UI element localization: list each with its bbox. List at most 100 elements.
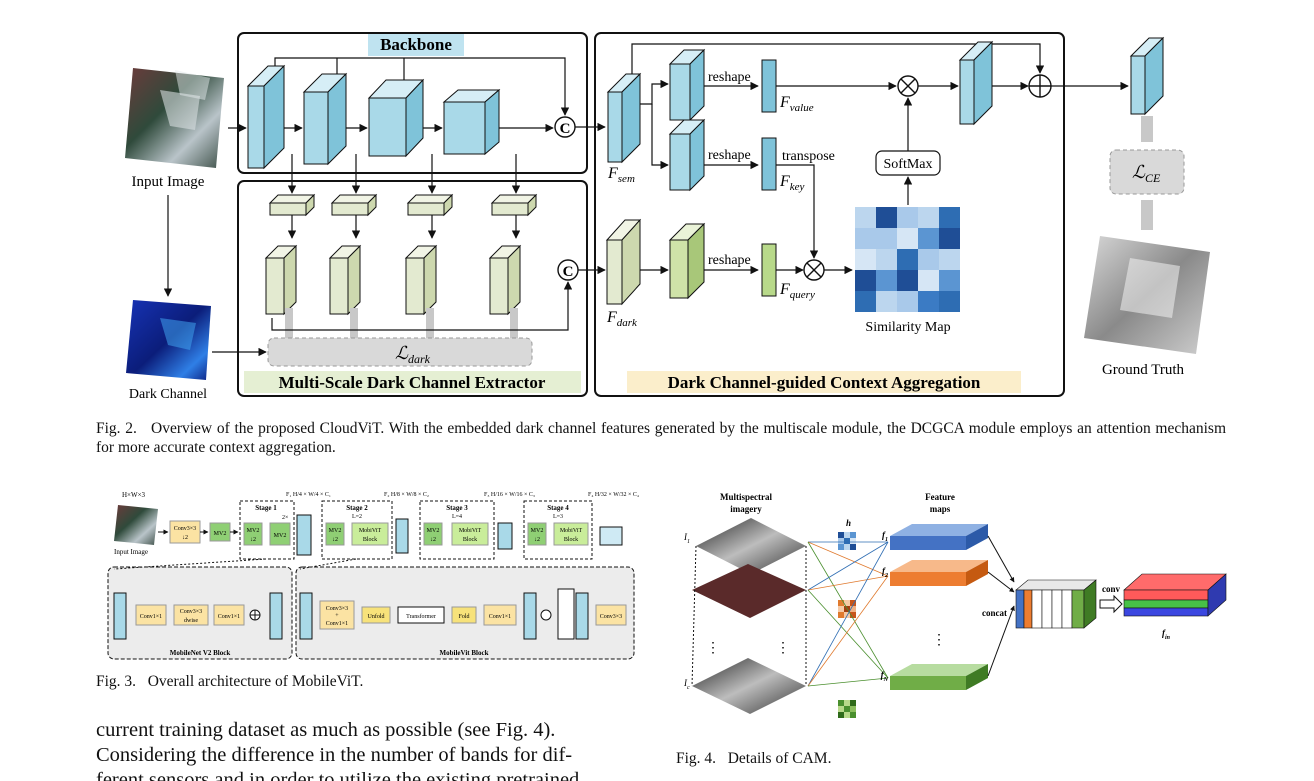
fig4-band-2: [692, 564, 806, 618]
backbone-feature-1: [246, 64, 286, 170]
fig3-dims-1: F₁ H/4 × W/4 × C₁: [286, 492, 331, 498]
fig3-mvit-conv1: Conv1×1: [489, 614, 511, 620]
fig3-mvit-conv-a: Conv3×3: [326, 606, 348, 612]
fig3-mvit-1b: Block: [363, 537, 377, 543]
fig4-fin: fin: [1162, 628, 1171, 641]
fig3-mvit-2b: Block: [463, 537, 477, 543]
f-sem-feature: [606, 72, 642, 164]
fig4-multispectral-1: Multispectral: [720, 492, 772, 502]
f-key-label: Fkey: [779, 173, 805, 193]
f-sem-label: Fsem: [607, 165, 635, 185]
fig4-featmap-n: [890, 664, 988, 690]
fig3-mnv2-conv1b: Conv1×1: [218, 614, 240, 620]
similarity-map: [855, 207, 960, 312]
f-query-vector: [761, 243, 777, 297]
reshape-label-value: reshape: [708, 70, 751, 85]
fig3-stage2-l: L=2: [352, 514, 362, 520]
fig3-mv2-4-down: ↓2: [430, 537, 436, 543]
fig3-caption-text: Overall architecture of MobileViT.: [147, 673, 364, 690]
aggregation-title-bg: [627, 371, 1021, 393]
aggregation-title: Dark Channel-guided Context Aggregation: [668, 373, 981, 392]
fig4-kernel-blue: [838, 532, 856, 550]
fig3-mnv2-conv3: Conv3×3: [180, 609, 202, 615]
fig3-stage1: Stage 1: [255, 504, 277, 512]
fig3-mnv2-dwise: dwise: [184, 618, 198, 624]
fig3-mv2-5: MV2: [531, 528, 544, 534]
fig4-feature-2: maps: [930, 504, 951, 514]
dark-channel-label: Dark Channel: [129, 387, 207, 402]
fig3-mv2-2: MV2: [274, 533, 287, 539]
fig4-dots-2: ⋮: [776, 641, 790, 656]
extractor-title: Multi-Scale Dark Channel Extractor: [279, 373, 546, 392]
fig4-featmap-2: [890, 560, 988, 586]
fig4-caption: Fig. 4. Details of CAM.: [676, 749, 831, 768]
f-dark-label: Fdark: [606, 309, 638, 329]
fig4-kernel-green: [838, 700, 856, 718]
fig4-h: h: [846, 518, 851, 528]
fig3-mv2-3-down: ↓2: [332, 537, 338, 543]
fig3-fold: Fold: [458, 614, 469, 620]
backbone-feature-4: [442, 88, 501, 156]
fig4-fn: fN: [881, 670, 889, 683]
fig3-feat-4: [599, 526, 623, 546]
input-image-thumbnail: [125, 68, 224, 168]
body-line-2: Considering the difference in the number…: [96, 744, 573, 766]
concat-symbol-bottom: C: [563, 264, 574, 280]
f-value-label: Fvalue: [779, 94, 814, 114]
fig4-i1: I1: [683, 532, 690, 545]
fig4-featmap-1: [890, 524, 988, 550]
fig3-dims-3: F₃ H/16 × W/16 × C₃: [484, 492, 535, 498]
fig3-feat-1: [296, 514, 312, 556]
fig2-caption-label: Fig. 2.: [96, 420, 137, 437]
body-line-3: ferent sensors and in order to utilize t…: [96, 769, 580, 781]
fig3-conv-label: Conv3×3: [174, 526, 196, 532]
concat-symbol-top: C: [560, 121, 571, 137]
output-feature: [1129, 36, 1165, 116]
fig3-mvit-3b: Block: [564, 537, 578, 543]
fig4-caption-text: Details of CAM.: [727, 750, 832, 767]
fig3-mvit-conv-b: +: [335, 613, 339, 619]
fig4-f1: f1: [882, 530, 888, 543]
fig3-mv2-3: MV2: [329, 528, 342, 534]
fig3-dims-4: F₄ H/32 × W/32 × C₄: [588, 492, 639, 498]
fig3-caption-label: Fig. 3.: [96, 673, 137, 690]
aggregated-feature: [958, 40, 994, 126]
fig3-mvit-2a: MobiViT: [459, 528, 482, 534]
fig4-concat-stack: [1015, 579, 1097, 629]
fig3-mvit-conv3: Conv3×3: [600, 614, 622, 620]
fig2-diagram: Input Image Dark Channel Backbone C: [125, 32, 1210, 402]
extractor-title-bg: [244, 371, 581, 393]
fig3-mvit-title: MobileVit Block: [440, 649, 489, 657]
fig3-mnv2-title: MobileNet V2 Block: [170, 649, 231, 657]
fig3-stage4-l: L=3: [553, 514, 563, 520]
fig2-caption: Fig. 2. Overview of the proposed CloudVi…: [96, 419, 1226, 457]
reshape-label-key: reshape: [708, 148, 751, 163]
fig3-unfold: Unfold: [368, 613, 385, 620]
fig4-diagram: Multispectral imagery Feature maps I1 Ic…: [683, 492, 1227, 718]
f-key-vector: [761, 137, 777, 191]
ground-truth-thumbnail: [1084, 236, 1210, 354]
f-value-vector: [761, 59, 777, 113]
fig4-multispectral-2: imagery: [730, 504, 762, 514]
fig3-conv-sub: ↓2: [182, 535, 188, 541]
fig3-feat-2: [395, 518, 409, 554]
extractor-conv-boxes: [268, 193, 538, 217]
fig4-ic: Ic: [683, 678, 690, 691]
fig3-mvit-conv-c: Conv1×1: [326, 621, 348, 627]
fig3-caption: Fig. 3. Overall architecture of MobileVi…: [96, 672, 363, 691]
fig4-dots-1: ⋮: [706, 641, 720, 656]
loss-ce-label: ℒCE: [1132, 162, 1161, 185]
fig3-mv2-4: MV2: [427, 528, 440, 534]
backbone-title-bg: [368, 34, 464, 56]
fig3-diagram: H×W×3 Input Image Conv3×3 ↓2 MV2 Stage 1…: [107, 491, 639, 660]
fig3-stage2: Stage 2: [346, 504, 368, 512]
extractor-features: [264, 244, 522, 316]
ground-truth-label: Ground Truth: [1102, 362, 1185, 378]
fig4-conv: conv: [1102, 584, 1121, 594]
transpose-label: transpose: [782, 149, 835, 164]
dark-channel-thumbnail: [126, 300, 211, 380]
body-line-1: current training dataset as much as poss…: [96, 719, 556, 741]
fig3-stage4: Stage 4: [547, 504, 569, 512]
f-query-label: Fquery: [779, 281, 815, 301]
fig3-mnv2-conv1: Conv1×1: [140, 614, 162, 620]
